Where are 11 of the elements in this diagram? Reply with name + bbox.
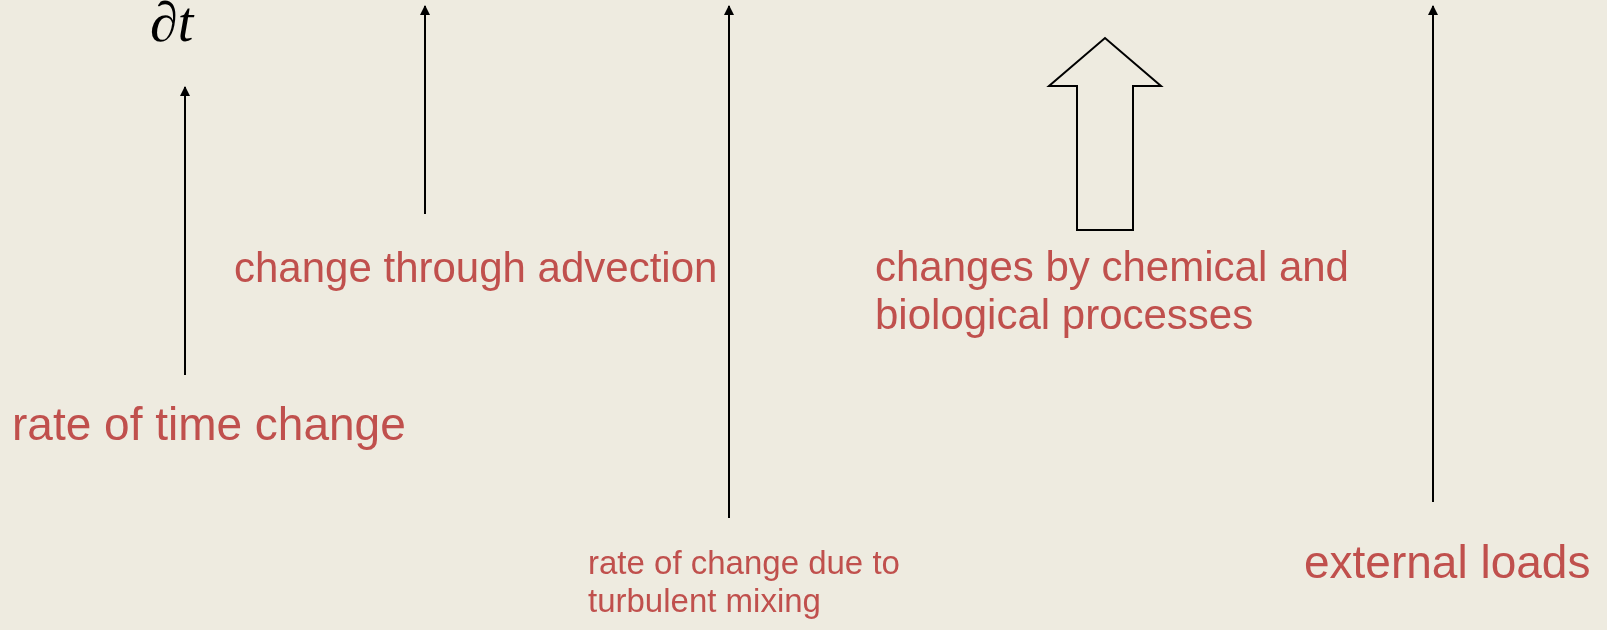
annotation-text: rate of change due to turbulent mixing [588,544,988,620]
leader-arrow [1428,5,1438,503]
leader-arrow [180,86,190,376]
annotation-text: rate of time change [12,398,406,451]
annotation-text: changes by chemical and biological processes [875,243,1395,340]
annotation-text: external loads [1304,536,1591,589]
leader-arrow [420,5,430,215]
annotation-text: change through advection [234,244,718,293]
leader-arrow [724,5,734,519]
equation-fragment: ∂t [150,0,194,50]
block-arrow [1046,36,1164,231]
